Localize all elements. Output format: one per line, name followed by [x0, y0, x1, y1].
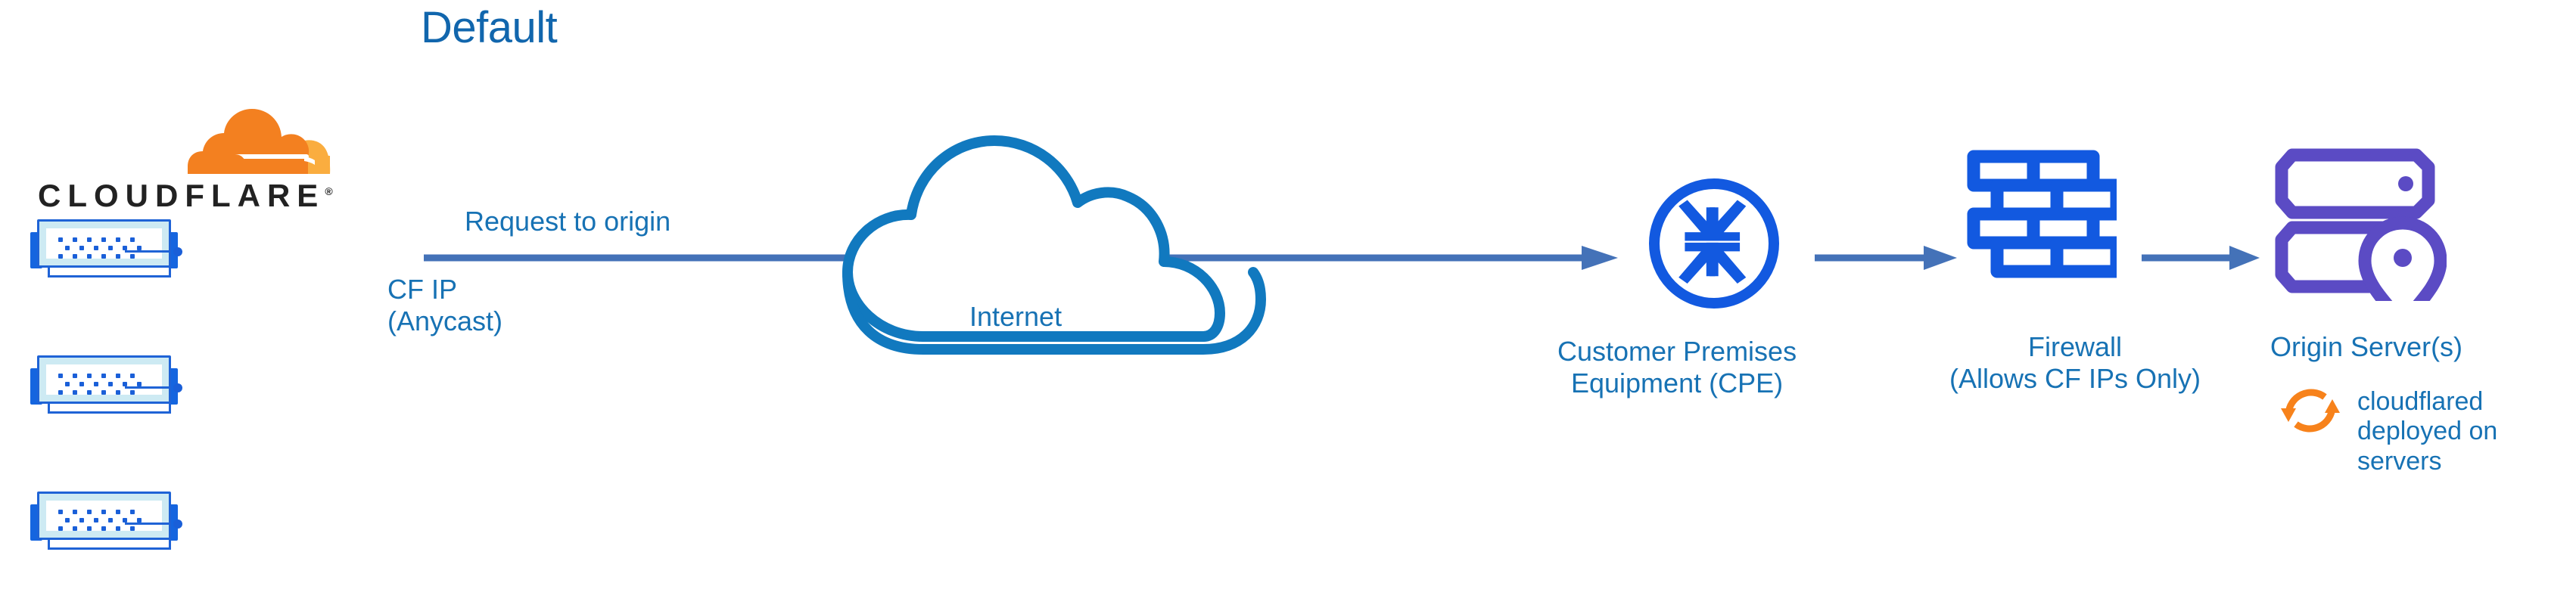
- cloud-base-curve: [842, 267, 1267, 355]
- cloudflare-edge-server: [30, 492, 182, 550]
- brick-wall-icon: [1967, 150, 2117, 278]
- sync-arrows-icon: [2281, 389, 2340, 433]
- server-status-led: [173, 247, 182, 256]
- label-firewall: Firewall (Allows CF IPs Only): [1949, 331, 2201, 394]
- router-arrows-icon: [1649, 178, 1779, 309]
- cloudflare-edge-server: [30, 219, 182, 278]
- server-rack-location-pin-icon: [2275, 148, 2447, 301]
- server-indicator-line: [125, 523, 169, 525]
- server-faceplate: [46, 501, 182, 531]
- server-indicator-line: [125, 250, 169, 253]
- cloudflare-logo: CLOUDFLARE®: [38, 106, 333, 219]
- label-cf-ip-anycast: CF IP (Anycast): [387, 274, 503, 336]
- cpe-to-firewall-arrow: [1815, 246, 1957, 270]
- firewall-to-origin-arrow: [2142, 246, 2260, 270]
- cloud-icon: [842, 135, 1225, 342]
- server-faceplate: [46, 364, 182, 395]
- server-chassis: [37, 355, 182, 404]
- server-indicator-line: [125, 386, 169, 389]
- label-origin-server: Origin Server(s): [2270, 331, 2463, 362]
- server-status-led: [173, 519, 182, 529]
- cloudflare-cloud-icon: [188, 109, 331, 174]
- cloudflare-wordmark: CLOUDFLARE®: [38, 178, 333, 214]
- label-cloudflared-deployed: cloudflared deployed on servers: [2357, 387, 2498, 476]
- registered-trademark-mark: ®: [325, 185, 333, 197]
- server-status-led: [173, 383, 182, 392]
- server-chassis: [37, 219, 182, 268]
- label-customer-premises-equipment: Customer Premises Equipment (CPE): [1557, 336, 1797, 398]
- cloudflare-wordmark-text: CLOUDFLARE: [38, 178, 325, 213]
- cloudflare-edge-server: [30, 355, 182, 414]
- label-request-to-origin: Request to origin: [465, 206, 671, 237]
- label-internet: Internet: [969, 301, 1062, 332]
- server-shelf: [48, 404, 171, 414]
- server-shelf: [48, 540, 171, 550]
- page-title: Default: [421, 3, 558, 52]
- server-faceplate: [46, 228, 182, 259]
- server-chassis: [37, 492, 182, 540]
- server-shelf: [48, 268, 171, 278]
